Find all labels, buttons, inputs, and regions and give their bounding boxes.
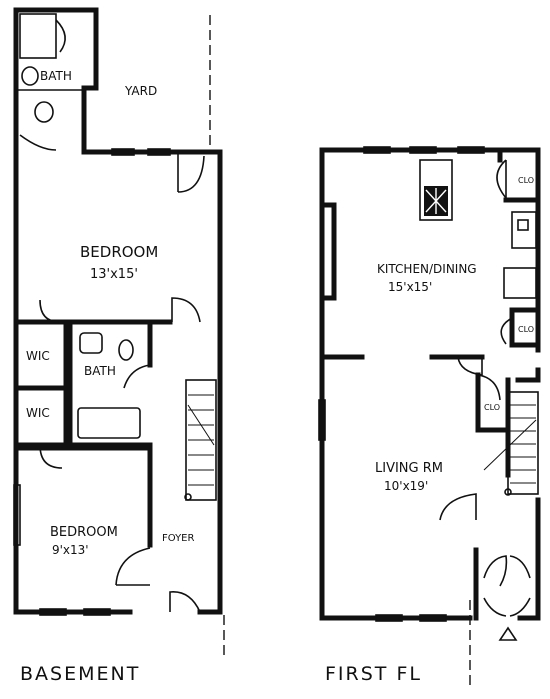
yard-label: YARD (124, 84, 157, 98)
window (419, 614, 447, 622)
clo3-label: CLO (484, 403, 500, 412)
closet-wall (475, 372, 509, 433)
west-wall-jog (319, 202, 337, 301)
living-label: LIVING RM (375, 461, 443, 476)
window (111, 148, 135, 156)
window (147, 148, 171, 156)
window (318, 399, 326, 441)
stair-post (184, 493, 192, 501)
closet-door (496, 159, 507, 200)
bath-mid-label: BATH (84, 364, 116, 378)
toilet (21, 66, 39, 86)
window (39, 608, 67, 616)
bedroom1-label: BEDROOM (80, 243, 158, 261)
kitchen-dim: 15'x15' (388, 280, 432, 294)
refrigerator (511, 211, 537, 249)
bedroom2-label: BEDROOM (50, 525, 118, 540)
basement-plan: BATH YARD BEDROOM 13'x15' WIC WIC BATH B… (13, 7, 225, 685)
closet-wall (509, 307, 541, 348)
kitchen-label: KITCHEN/DINING (377, 262, 477, 276)
window (457, 146, 485, 154)
window (375, 614, 403, 622)
bathtub (77, 407, 141, 439)
window (83, 608, 111, 616)
window (363, 146, 391, 154)
appliance (517, 219, 529, 231)
basement-west-wall (13, 147, 133, 615)
door-swing (171, 297, 201, 323)
window (13, 484, 21, 546)
door-swing (123, 364, 151, 389)
stair-post (504, 488, 512, 496)
stair (185, 379, 217, 501)
bedroom1-dim: 13'x15' (90, 267, 138, 282)
vestibule-doors (483, 555, 531, 587)
first-north-wall (319, 147, 541, 353)
shower-door-swing (55, 19, 66, 53)
entry-doors (483, 597, 531, 617)
wic1-label: WIC (26, 349, 50, 363)
first-east-wall (515, 367, 541, 383)
clo1-label: CLO (518, 176, 534, 185)
first-floor-plan: KITCHEN/DINING 15'x15' CLO CLO CLO LIVIN… (318, 146, 541, 690)
first-floor-title: FIRST FL (325, 663, 422, 685)
door-swing (457, 356, 483, 376)
clo2-label: CLO (518, 325, 534, 334)
stair (507, 391, 539, 495)
toilet (118, 339, 134, 361)
sink (79, 332, 103, 354)
bath-wing-walls (13, 7, 99, 161)
living-dim: 10'x19' (384, 479, 428, 493)
kitchen-range (419, 159, 453, 221)
counter (503, 267, 537, 299)
shower (19, 13, 57, 59)
bath-walls (67, 319, 153, 448)
burners (425, 188, 447, 214)
door-swing (39, 299, 61, 323)
door-swing (115, 547, 151, 586)
foyer-label: FOYER (162, 533, 195, 544)
closet-door (477, 374, 501, 401)
bath-top-label: BATH (40, 69, 72, 83)
bedroom2-walls (13, 445, 153, 548)
basement-title: BASEMENT (20, 663, 140, 685)
front-door-swing (169, 591, 201, 613)
first-east-wall (517, 497, 541, 621)
closet-door (500, 317, 513, 345)
bath-door-swing (19, 134, 57, 151)
bedroom2-dim: 9'x13' (52, 543, 89, 557)
window (409, 146, 437, 154)
wic2-label: WIC (26, 406, 50, 420)
stair-treads (483, 404, 537, 484)
sink (34, 101, 54, 123)
stair-treads (187, 394, 215, 486)
entry-arrow (498, 626, 518, 641)
door-swing (439, 493, 477, 521)
rear-door-swing (177, 152, 205, 193)
basement-east-wall (197, 149, 223, 615)
